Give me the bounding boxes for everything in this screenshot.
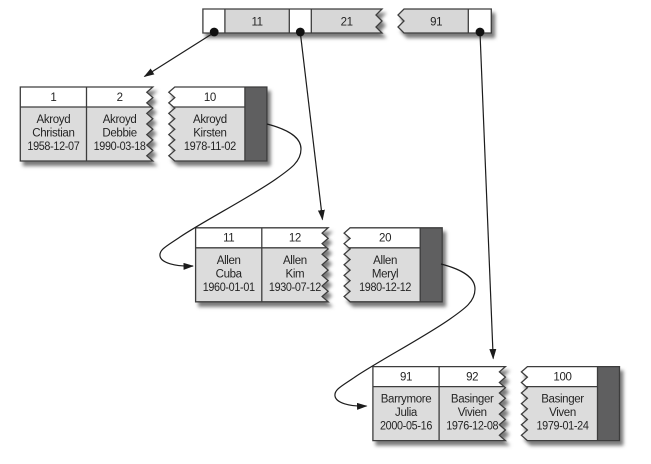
svg-text:Allen: Allen <box>217 255 241 267</box>
svg-text:1978-11-02: 1978-11-02 <box>184 141 236 153</box>
svg-text:91: 91 <box>400 371 412 383</box>
svg-text:1958-12-07: 1958-12-07 <box>27 141 79 153</box>
svg-text:2: 2 <box>117 92 123 104</box>
svg-text:1980-12-12: 1980-12-12 <box>359 282 411 294</box>
svg-text:Akroyd: Akroyd <box>103 114 137 126</box>
svg-text:1990-03-18: 1990-03-18 <box>94 141 146 153</box>
svg-text:Viven: Viven <box>549 407 576 419</box>
svg-text:1930-07-12: 1930-07-12 <box>269 282 321 294</box>
svg-text:Debbie: Debbie <box>102 128 136 140</box>
svg-text:100: 100 <box>553 371 571 383</box>
svg-text:Vivien: Vivien <box>458 407 487 419</box>
svg-text:Julia: Julia <box>395 407 418 419</box>
svg-text:Akroyd: Akroyd <box>37 114 71 126</box>
svg-text:20: 20 <box>379 233 391 245</box>
svg-text:Barrymore: Barrymore <box>381 394 432 406</box>
svg-text:Basinger: Basinger <box>541 394 584 406</box>
svg-text:Cuba: Cuba <box>216 268 243 280</box>
svg-text:1: 1 <box>50 92 56 104</box>
svg-text:11: 11 <box>251 17 262 29</box>
svg-text:1976-12-08: 1976-12-08 <box>446 421 498 433</box>
svg-text:Basinger: Basinger <box>451 394 494 406</box>
svg-text:Kim: Kim <box>286 268 305 280</box>
svg-text:Allen: Allen <box>373 255 397 267</box>
svg-text:Meryl: Meryl <box>372 268 398 280</box>
svg-text:1979-01-24: 1979-01-24 <box>537 421 590 433</box>
svg-text:Christian: Christian <box>32 128 74 140</box>
svg-text:1960-01-01: 1960-01-01 <box>203 282 255 294</box>
svg-text:Allen: Allen <box>283 255 307 267</box>
svg-text:91: 91 <box>430 17 442 29</box>
svg-text:Akroyd: Akroyd <box>193 114 227 126</box>
svg-text:92: 92 <box>466 371 478 383</box>
svg-text:10: 10 <box>204 92 216 104</box>
svg-text:21: 21 <box>341 17 353 29</box>
svg-text:Kirsten: Kirsten <box>193 128 226 140</box>
svg-text:11: 11 <box>223 233 234 245</box>
svg-text:12: 12 <box>289 233 301 245</box>
svg-text:2000-05-16: 2000-05-16 <box>380 421 432 433</box>
